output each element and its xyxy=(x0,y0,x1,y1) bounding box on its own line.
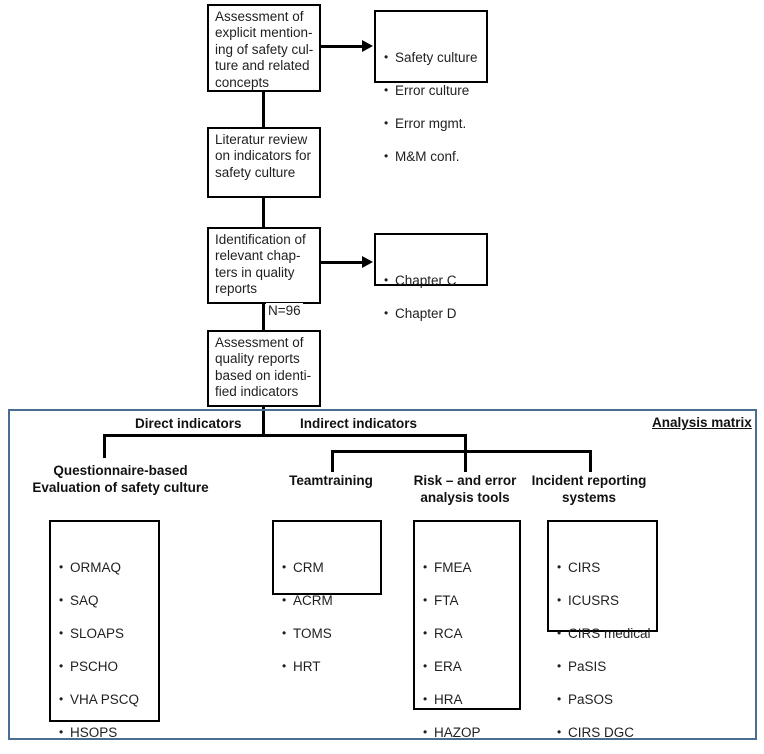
connector-step2-to-step3 xyxy=(262,198,265,227)
process-box-identification-of-chapters: Identification of relevant chap- ters in… xyxy=(207,227,321,304)
list-item: PaSIS xyxy=(557,658,651,676)
list-item: FTA xyxy=(423,592,514,610)
list-item: HAZOP xyxy=(423,724,514,742)
process-box-literature-review: Literatur review on indicators for safet… xyxy=(207,127,321,198)
list-item: Error mgmt. xyxy=(384,115,481,133)
category-label-teamtraining: Teamtraining xyxy=(289,473,373,488)
output-box-safety-culture-concepts: Safety culture Error culture Error mgmt.… xyxy=(374,10,488,165)
connector-step3-to-step4 xyxy=(262,304,265,330)
incident-reporting-items-list: CIRS ICUSRS CIRS medical PaSIS PaSOS CIR… xyxy=(557,543,651,754)
connector-tier1-bar xyxy=(103,434,467,437)
list-item: VHA PSCQ xyxy=(59,691,153,709)
category-label-risk-error-tools: Risk – and error analysis tools xyxy=(413,473,517,505)
items-box-risk-error-tools: FMEA FTA RCA ERA HRA HAZOP SHERPA PHA HF… xyxy=(413,520,521,741)
questionnaire-items-list: ORMAQ SAQ SLOAPS PSCHO VHA PSCQ HSOPS CS… xyxy=(59,543,153,754)
list-item: HRT xyxy=(282,658,375,676)
analysis-matrix-frame xyxy=(8,409,757,740)
connector-tier2-bar xyxy=(331,450,592,453)
process-box-assessment-explicit-mentioning: Assessment of explicit mention- ing of s… xyxy=(207,4,321,92)
analysis-matrix-title: Analysis matrix xyxy=(652,415,752,430)
list-item: SLOAPS xyxy=(59,625,153,643)
list-item: HRA xyxy=(423,691,514,709)
list-item: CIRS medical xyxy=(557,625,651,643)
list-item: FMEA xyxy=(423,559,514,577)
list-item: TOMS xyxy=(282,625,375,643)
connector-step4-to-matrix xyxy=(262,407,265,436)
connector-tier2-drop-teamtraining xyxy=(331,450,334,472)
connector-tier1-drop-indirect xyxy=(464,434,467,450)
concepts-list: Safety culture Error culture Error mgmt.… xyxy=(384,33,481,181)
connector-step1-to-concepts xyxy=(321,45,363,48)
list-item: ICUSRS xyxy=(557,592,651,610)
list-item: PSCHO xyxy=(59,658,153,676)
connector-step3-to-chapters xyxy=(321,261,363,264)
list-item: CIRS DGC xyxy=(557,724,651,742)
category-label-incident-reporting: Incident reporting systems xyxy=(531,473,647,505)
connector-tier2-drop-incident xyxy=(589,450,592,472)
process-box-assessment-of-quality-reports: Assessment of quality reports based on i… xyxy=(207,330,321,407)
list-item: M&M conf. xyxy=(384,148,481,166)
edge-label-sample-size: N=96 xyxy=(266,303,303,318)
list-item: PaSOS xyxy=(557,691,651,709)
chapters-list: Chapter C Chapter D xyxy=(384,256,481,338)
risk-error-tools-items-list: FMEA FTA RCA ERA HRA HAZOP SHERPA PHA HF… xyxy=(423,543,514,754)
items-box-incident-reporting: CIRS ICUSRS CIRS medical PaSIS PaSOS CIR… xyxy=(547,520,658,741)
list-item: SAQ xyxy=(59,592,153,610)
tier1-label-direct-indicators: Direct indicators xyxy=(135,416,242,431)
list-item: ORMAQ xyxy=(59,559,153,577)
list-item: Chapter C xyxy=(384,272,481,290)
list-item: ERA xyxy=(423,658,514,676)
list-item: ACRM xyxy=(282,592,375,610)
list-item: CRM xyxy=(282,559,375,577)
list-item: Safety culture xyxy=(384,49,481,67)
items-box-questionnaire: ORMAQ SAQ SLOAPS PSCHO VHA PSCQ HSOPS CS… xyxy=(49,520,160,741)
list-item: Error culture xyxy=(384,82,481,100)
category-label-questionnaire: Questionnaire-based Evaluation of safety… xyxy=(32,463,209,495)
arrowhead-step3-to-chapters xyxy=(362,256,373,268)
output-box-chapters: Chapter C Chapter D xyxy=(374,233,488,322)
list-item: HSOPS xyxy=(59,724,153,742)
list-item: CIRS xyxy=(557,559,651,577)
arrowhead-step1-to-concepts xyxy=(362,40,373,52)
list-item: Chapter D xyxy=(384,305,481,323)
connector-tier1-drop-direct xyxy=(103,434,106,458)
items-box-teamtraining: CRM ACRM TOMS HRT xyxy=(272,520,382,675)
teamtraining-items-list: CRM ACRM TOMS HRT xyxy=(282,543,375,691)
connector-step1-to-step2 xyxy=(262,92,265,127)
list-item: RCA xyxy=(423,625,514,643)
tier1-label-indirect-indicators: Indirect indicators xyxy=(300,416,418,431)
connector-tier2-drop-risk-tools xyxy=(464,450,467,472)
